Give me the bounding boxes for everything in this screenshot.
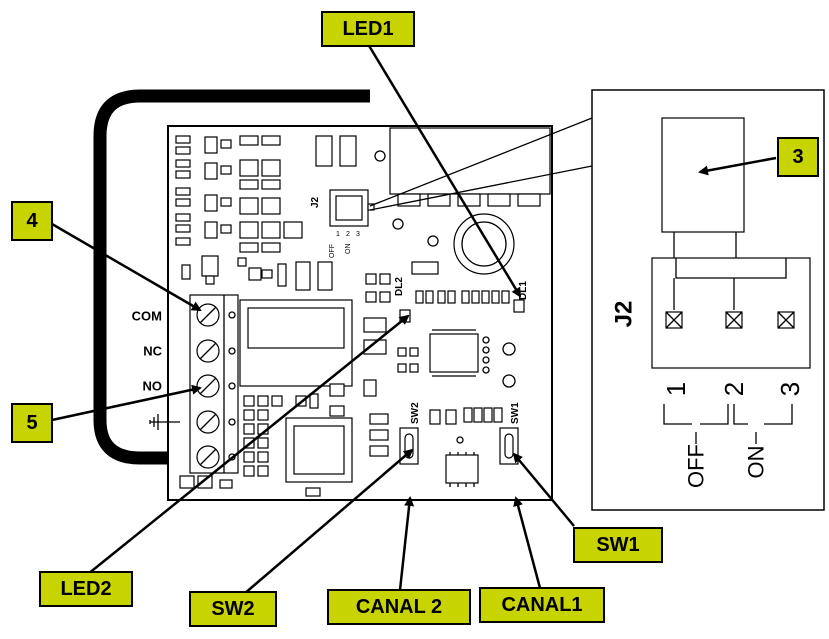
- detail-pin2-label: 2: [719, 382, 749, 396]
- callout-led2: LED2: [39, 571, 133, 607]
- terminal-screw-ground: [196, 410, 220, 434]
- magnify-line-top: [369, 117, 593, 207]
- board-sw2-label: SW2: [410, 402, 421, 424]
- detail-pin1-label: 1: [661, 382, 691, 396]
- callout-sw1-text: SW1: [596, 534, 639, 556]
- detail-pin3-label: 3: [775, 382, 805, 396]
- board-sw1-label: SW1: [510, 402, 521, 424]
- callout-sw1: SW1: [573, 527, 663, 563]
- callout-5: 5: [11, 403, 53, 443]
- arrow-sw1: [512, 452, 575, 527]
- callout-5-text: 5: [26, 412, 37, 434]
- detail-off-label: OFF: [684, 444, 709, 488]
- arrow-led1: [366, 43, 522, 298]
- terminal-screw-no: [196, 374, 220, 398]
- arrow-led2: [87, 314, 410, 575]
- board-j2-pin2: 2: [346, 231, 350, 238]
- arrow-sw2: [243, 448, 414, 595]
- callout-4-text: 4: [26, 210, 38, 232]
- callout-sw2-text: SW2: [211, 598, 254, 620]
- terminal-screw-antenna: [196, 445, 220, 469]
- relay: [239, 299, 419, 397]
- j2-detail-pin1: [665, 311, 683, 329]
- board-dl2-label: DL2: [394, 277, 405, 296]
- callout-led1: LED1: [321, 11, 415, 47]
- terminal-block: [189, 294, 239, 474]
- board-j2-label: J2: [310, 196, 321, 208]
- board-jumper-j2: J2 1 2 3 OFF ON: [310, 189, 375, 258]
- callout-canal1-text: CANAL1: [501, 594, 582, 616]
- terminal-label-no: NO: [143, 379, 163, 394]
- top-connector: [389, 127, 551, 207]
- terminal-screw-com: [196, 303, 220, 327]
- board-j2-on: ON: [345, 244, 352, 255]
- callout-sw2: SW2: [189, 591, 277, 627]
- ground-symbol-icon: [149, 414, 180, 430]
- callout-canal1: CANAL1: [479, 587, 605, 623]
- board-j2-pin1: 1: [336, 231, 340, 238]
- arrow-canal1: [513, 496, 542, 589]
- terminal-screw-nc: [196, 339, 220, 363]
- board-j2-off: OFF: [329, 244, 336, 258]
- callout-3: 3: [777, 137, 819, 177]
- callout-led2-text: LED2: [60, 578, 111, 600]
- smd-components-left: [175, 135, 404, 253]
- board-j2-pin3: 3: [356, 231, 360, 238]
- arrow-canal2: [398, 496, 415, 591]
- antenna-wire: [93, 89, 370, 465]
- detail-on-label: ON: [744, 446, 769, 479]
- smd-components-middle: DL2 DL1: [181, 255, 529, 323]
- magnify-line-bottom: [369, 165, 593, 211]
- callout-canal2-text: CANAL 2: [356, 596, 442, 618]
- microcontroller: [429, 329, 516, 388]
- j2-detail-panel: J2 1 2 3 OFF ON: [591, 89, 825, 511]
- arrow-4: [51, 222, 202, 312]
- board-dl1-label: DL1: [518, 281, 529, 300]
- callout-led1-text: LED1: [342, 18, 393, 40]
- j2-detail-pin2: [725, 311, 743, 329]
- j2-detail-pin3: [777, 311, 795, 329]
- arrow-3: [698, 156, 777, 176]
- smd-components-lower: [179, 383, 389, 497]
- callout-3-text: 3: [792, 146, 803, 168]
- detail-j2-label: J2: [611, 301, 638, 328]
- smd-components-bottom-right: [429, 407, 503, 487]
- terminal-label-com: COM: [132, 309, 162, 324]
- arrow-5: [51, 384, 202, 422]
- terminal-label-nc: NC: [143, 344, 162, 359]
- callout-canal2: CANAL 2: [327, 589, 471, 625]
- callout-4: 4: [11, 201, 53, 241]
